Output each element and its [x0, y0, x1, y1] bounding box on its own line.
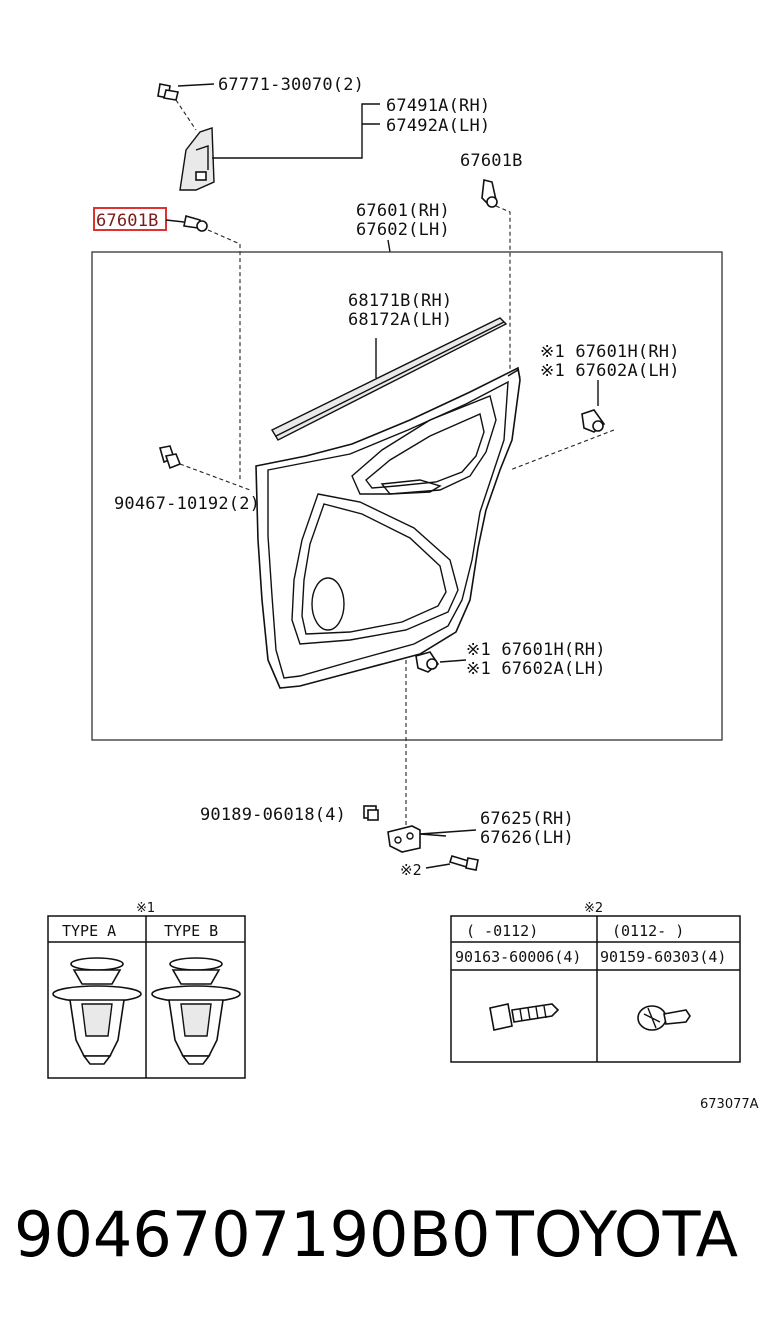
- door-trim-panel: [255, 366, 521, 689]
- table1-header-b: TYPE B: [164, 922, 218, 940]
- clip-type-b-drawing: [151, 957, 241, 1065]
- screw-90163-drawing: [489, 1003, 560, 1031]
- table2-part-2: 90159-60303(4): [600, 948, 726, 966]
- leader-67601b-left: [165, 219, 185, 223]
- label-67601h-b: ※1 67601H(RH): [466, 640, 606, 660]
- guide-67601b-top: [495, 205, 511, 372]
- screw-note2: [448, 855, 479, 871]
- label-67601b-top: 67601B: [460, 151, 523, 171]
- table2-header-2: (0112- ): [612, 922, 684, 940]
- label-68171: 68171B(RH): [348, 291, 452, 311]
- label-67602a-a: ※1 67602A(LH): [540, 361, 680, 381]
- clip-type-a-drawing: [52, 957, 142, 1065]
- label-67625: 67625(RH): [480, 809, 574, 829]
- clip-type-table: [47, 915, 246, 1079]
- label-67601: 67601(RH): [356, 201, 450, 221]
- nut-90189: [363, 805, 379, 821]
- guide-90467: [179, 463, 251, 491]
- screw-90467: [158, 445, 182, 470]
- highlight-box: [93, 207, 167, 231]
- leader-67601: [387, 239, 391, 253]
- table2-part-1: 90163-60006(4): [455, 948, 581, 966]
- weatherstrip-part: [271, 317, 508, 441]
- panel-frame: [91, 251, 723, 741]
- garnish-part: [179, 127, 215, 191]
- label-67602: 67602(LH): [356, 220, 450, 240]
- guide-67771: [175, 99, 197, 131]
- leader-67491: [212, 103, 380, 159]
- figure-id: 673077A: [700, 1097, 759, 1112]
- leader-67601h-b: [439, 659, 467, 663]
- label-67601h-a: ※1 67601H(RH): [540, 342, 680, 362]
- label-68172: 68172A(LH): [348, 310, 452, 330]
- label-67602a-b: ※1 67602A(LH): [466, 659, 606, 679]
- guide-67601b-left: [207, 229, 241, 480]
- screw-90159-drawing: [637, 1005, 691, 1031]
- label-67601b-left: 67601B: [96, 211, 159, 231]
- label-90189: 90189-06018(4): [200, 805, 346, 825]
- table2-mark: ※2: [584, 901, 603, 916]
- clip-67601h-a: [581, 409, 606, 433]
- label-67492: 67492A(LH): [386, 116, 490, 136]
- label-67491: 67491A(RH): [386, 96, 490, 116]
- label-note2: ※2: [400, 861, 422, 879]
- clip-67601b-left: [183, 214, 208, 232]
- table2-header-1: ( -0112): [466, 922, 538, 940]
- clip-67601h-b: [415, 651, 440, 673]
- footer-part-number: 9046707190B0: [14, 1198, 490, 1271]
- leader-67625: [419, 829, 477, 835]
- guide-67601h-a: [509, 429, 615, 471]
- leader-note2: [425, 863, 451, 869]
- footer-brand: TOYOTA: [495, 1198, 738, 1271]
- label-90467: 90467-10192(2): [114, 494, 260, 514]
- screw-67771: [157, 83, 179, 101]
- leader-67771: [177, 83, 215, 87]
- table1-mark: ※1: [136, 901, 155, 916]
- clip-67601b-top: [481, 179, 498, 208]
- bracket-67625: [387, 825, 447, 853]
- label-67626: 67626(LH): [480, 828, 574, 848]
- screw-table: [450, 915, 741, 1063]
- label-67771: 67771-30070(2): [218, 75, 364, 95]
- table1-header-a: TYPE A: [62, 922, 116, 940]
